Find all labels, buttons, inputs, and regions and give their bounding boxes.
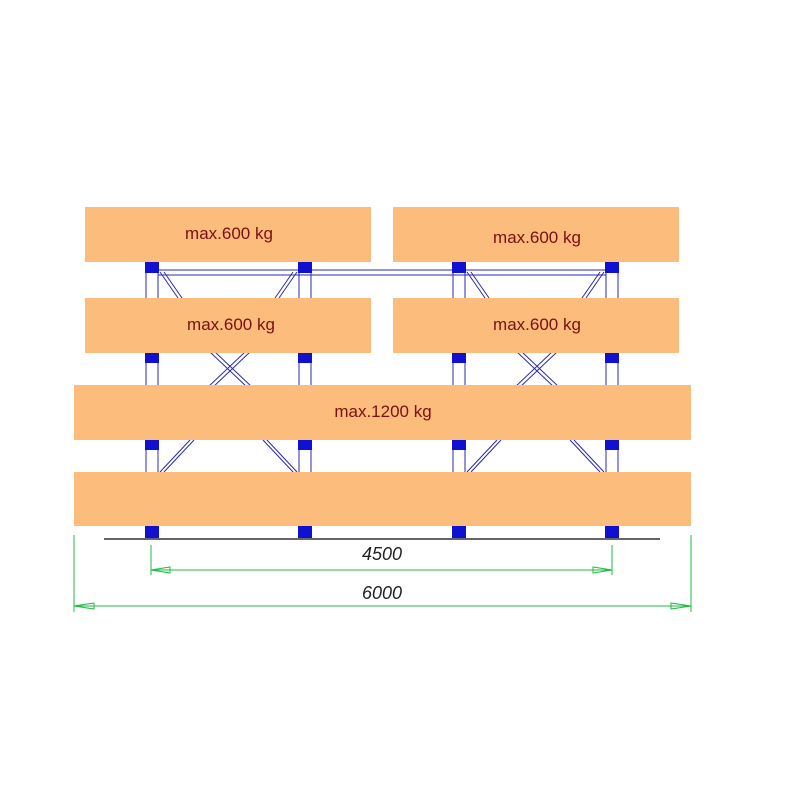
load-label-top-left: max.600 kg xyxy=(185,224,273,243)
load-mid-right xyxy=(393,298,679,353)
dimension-4500 xyxy=(150,545,613,575)
post-cap xyxy=(452,526,466,538)
load-mid-left xyxy=(85,298,371,353)
load-label-mid-right: max.600 kg xyxy=(493,315,581,334)
middle-x-bracing-right xyxy=(513,351,561,389)
upper-bracing-left xyxy=(159,271,298,299)
load-lower-full xyxy=(74,385,691,440)
post-cap xyxy=(145,439,159,450)
post-cap xyxy=(298,526,312,538)
dimension-6000 xyxy=(73,535,692,612)
post-cap xyxy=(605,352,619,363)
load-label-lower-full: max.1200 kg xyxy=(334,402,431,421)
post-cap xyxy=(452,439,466,450)
dimension-label-4500: 4500 xyxy=(362,544,402,564)
loads xyxy=(74,207,691,526)
middle-x-bracing-left xyxy=(206,351,254,389)
dimension-label-6000: 6000 xyxy=(362,583,402,603)
post-cap xyxy=(298,439,312,450)
post-cap xyxy=(298,352,312,363)
post-cap xyxy=(452,352,466,363)
post-cap xyxy=(605,526,619,538)
load-top-right xyxy=(393,207,679,262)
post-cap xyxy=(145,352,159,363)
post-cap xyxy=(605,439,619,450)
post-cap xyxy=(452,262,466,273)
load-top-left xyxy=(85,207,371,262)
post-cap xyxy=(298,262,312,273)
load-bottom-full xyxy=(74,472,691,526)
lower-bracing-right xyxy=(466,439,605,473)
post-cap xyxy=(605,262,619,273)
top-tie-beam xyxy=(158,269,606,276)
upper-bracing-right xyxy=(466,271,605,299)
post-cap xyxy=(145,526,159,538)
load-label-top-right: max.600 kg xyxy=(493,228,581,247)
post-cap xyxy=(145,262,159,273)
lower-bracing-left xyxy=(159,439,298,473)
post-caps xyxy=(145,262,619,538)
load-label-mid-left: max.600 kg xyxy=(187,315,275,334)
